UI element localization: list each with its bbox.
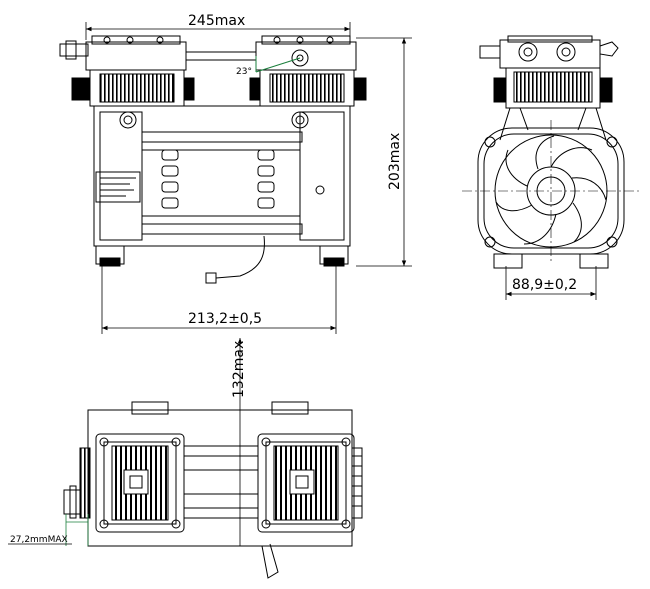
fitting-offset-label: 27,2mmMAX <box>10 535 68 545</box>
depth-label: 132max <box>231 341 247 398</box>
dim-fitting-offset <box>8 514 89 546</box>
side-base-label: 88,9±0,2 <box>512 277 577 293</box>
dim-overall-width <box>85 22 351 40</box>
front-view <box>59 35 367 284</box>
top-view <box>63 401 363 579</box>
angle-label: 23° <box>236 67 252 77</box>
base-width-label: 213,2±0,5 <box>188 311 262 327</box>
dim-base-width <box>101 266 337 334</box>
dim-side-base <box>505 266 597 300</box>
centerlines <box>462 120 640 262</box>
dim-overall-height <box>356 37 412 267</box>
overall-width-label: 245max <box>188 13 245 29</box>
overall-height-label: 203max <box>387 133 403 190</box>
